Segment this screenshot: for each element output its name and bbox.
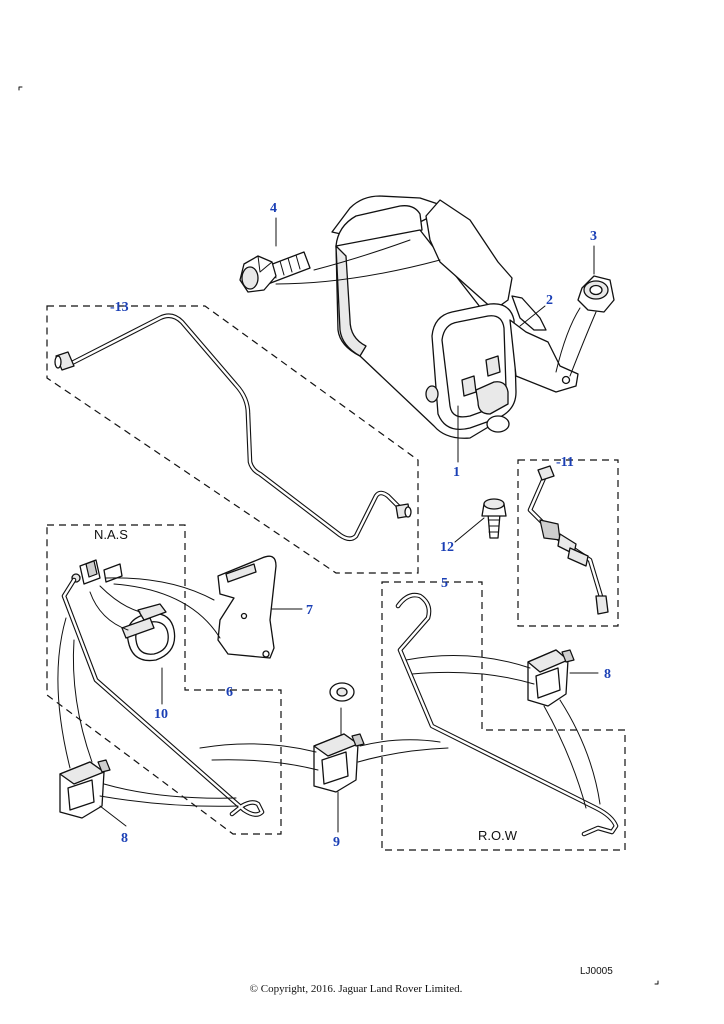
callout-12: 12	[440, 540, 454, 555]
clip-10	[121, 603, 176, 662]
callout-8-left: 8	[121, 831, 128, 846]
callout-10: 10	[154, 707, 168, 722]
clip-9	[313, 682, 365, 793]
callout-11: -11	[556, 455, 574, 470]
callout-5: 5	[441, 576, 448, 591]
bracket-7	[217, 555, 277, 659]
callout-8-right: 8	[604, 667, 611, 682]
corner-mark-bottom-right	[654, 980, 659, 985]
nut-3	[577, 275, 615, 313]
region-label-row: R.O.W	[478, 828, 518, 843]
callout-7: 7	[306, 603, 313, 618]
group-outline-11	[517, 459, 619, 627]
canister-1	[331, 195, 579, 439]
callout-13: -13	[110, 300, 129, 315]
pipe-5	[395, 592, 619, 837]
callout-1: 1	[453, 465, 460, 480]
group-outline-row	[381, 581, 626, 851]
clip-8-left	[59, 759, 111, 819]
callout-leaders	[99, 217, 599, 833]
connector-nas	[71, 559, 123, 585]
corner-mark-top-left	[18, 86, 23, 91]
callout-6: 6	[226, 685, 233, 700]
group-outline-13	[46, 305, 419, 574]
callout-2: 2	[546, 293, 553, 308]
callout-4: 4	[270, 201, 277, 216]
reference-code: LJ0005	[580, 966, 613, 977]
pipe-6	[61, 577, 265, 817]
clip-8-right	[527, 649, 575, 707]
group-outline-nas	[46, 524, 282, 835]
connection-lines	[57, 239, 601, 809]
pipe-13	[54, 313, 412, 542]
copyright-notice: © Copyright, 2016. Jaguar Land Rover Lim…	[250, 983, 463, 995]
bolt-4	[239, 251, 311, 293]
region-label-nas: N.A.S	[94, 527, 128, 542]
bolt-12	[481, 498, 507, 539]
callout-3: 3	[590, 229, 597, 244]
callout-9: 9	[333, 835, 340, 850]
pipe-11	[527, 465, 609, 615]
